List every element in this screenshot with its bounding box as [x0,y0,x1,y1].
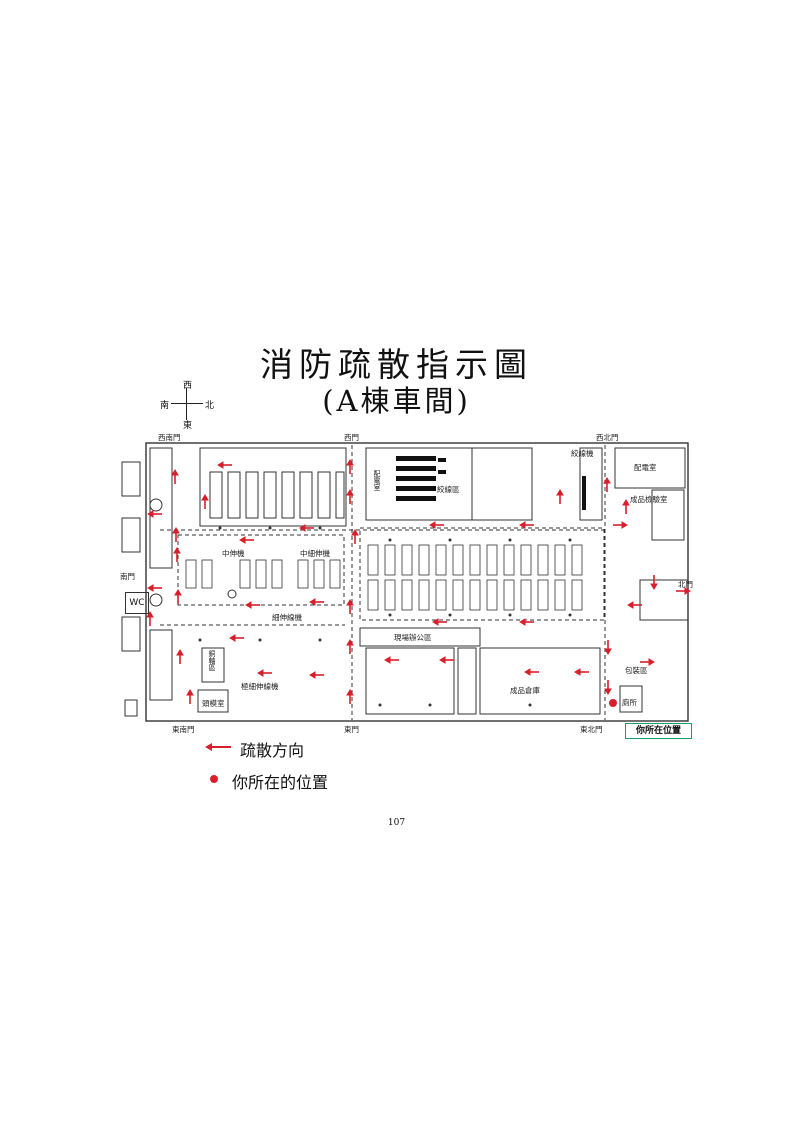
page-title: 消防疏散指示圖 [260,345,533,384]
door-south: 南門 [120,572,135,581]
evacuation-arrow [346,639,354,654]
area-stranding-machine: 絞線機 [571,449,594,458]
evacuation-arrow [429,521,444,529]
evacuation-arrow [604,640,612,655]
compass-north: 北 [205,401,215,411]
evacuation-arrows [146,459,691,704]
evacuation-arrow [627,601,642,609]
you-are-here-label: 你所在位置 [625,723,692,739]
legend-dot-label: 你所在的位置 [232,773,329,792]
area-packing: 包裝區 [625,666,648,675]
compass-east: 東 [183,421,193,431]
area-mold-room: 頭模室 [202,699,225,708]
wc-room: WC [125,592,149,614]
area-stranding: 絞線區 [437,485,460,494]
legend-arrow-icon [205,743,231,751]
area-toilet: 廁所 [622,698,637,707]
evacuation-arrow [640,658,655,666]
door-north: 北門 [678,580,693,589]
warehouse-block [479,647,601,715]
evacuation-arrow [299,524,314,532]
area-middle-fine-drawing: 中細伸機 [300,549,330,558]
evacuation-arrow [351,529,359,544]
evacuation-arrow [650,575,658,590]
compass-horizontal-line [171,403,203,404]
evacuation-arrow [171,469,179,484]
evacuation-arrow [174,589,182,604]
evacuation-arrow [257,669,272,677]
stranding-zone [359,527,605,621]
compass-rose: 西 南 北 東 [145,380,225,431]
evacuation-arrow [229,634,244,642]
evacuation-arrow [239,536,254,544]
left-block-3 [121,616,141,652]
area-micro-drawing: 極細伸線機 [241,682,279,691]
evacuation-arrow [346,489,354,504]
evacuation-arrow [676,587,691,595]
compass-west: 西 [183,381,193,391]
door-southwest: 西南門 [158,433,181,442]
evacuation-arrow [309,598,324,606]
area-fine-drawing: 細伸線機 [272,613,302,622]
evacuation-arrow [346,459,354,474]
area-middle-drawing: 中伸機 [222,549,245,558]
evacuation-arrow [186,689,194,704]
door-northwest: 西北門 [596,433,619,442]
area-power-room: 配電室 [634,463,657,472]
evacuation-arrow [613,521,628,529]
middle-drawing-zone [177,534,345,606]
legend-dot-icon [210,775,218,783]
evacuation-arrow [346,599,354,614]
area-inspection-room: 成品檢驗室 [630,495,668,504]
left-toilet-block [121,461,141,497]
area-warehouse: 成品倉庫 [510,686,540,695]
evacuation-arrow [622,499,630,514]
evacuation-arrow [173,547,181,562]
evacuation-arrow [439,656,454,664]
area-distribution-room: 配電室 [373,470,381,491]
evacuation-arrow [556,489,564,504]
compass-south: 南 [160,401,170,411]
evacuation-arrow [432,618,447,626]
evacuation-arrow [574,668,589,676]
evacuation-arrow [519,521,534,529]
evacuation-arrow [176,649,184,664]
left-block-2 [121,517,141,553]
you-are-here-marker [609,699,617,707]
evacuation-arrow [603,477,611,492]
evacuation-arrow [309,671,324,679]
door-west: 西門 [344,433,359,442]
evacuation-arrow [524,668,539,676]
evacuation-arrow [384,656,399,664]
evacuation-arrow [245,601,260,609]
door-northeast: 東北門 [580,725,603,734]
evacuation-arrow [172,527,180,542]
evacuation-arrow [519,618,534,626]
area-coupling: 銅軸區 [208,650,216,671]
evacuation-arrow [147,510,162,518]
door-east: 東門 [344,725,359,734]
evacuation-arrow [201,494,209,509]
evacuation-arrow [346,689,354,704]
page-number: 107 [387,818,406,828]
site-office-block [359,627,481,647]
area-site-office: 現場辦公區 [394,633,432,642]
evacuation-arrow [217,461,232,469]
page-subtitle: (A棟車間) [322,384,471,418]
compass-vertical-line [186,388,187,420]
door-southeast: 東南門 [172,725,195,734]
evacuation-arrow [147,584,162,592]
legend-arrow-label: 疏散方向 [240,741,305,760]
evacuation-arrow [604,680,612,695]
evacuation-arrow [146,611,154,626]
